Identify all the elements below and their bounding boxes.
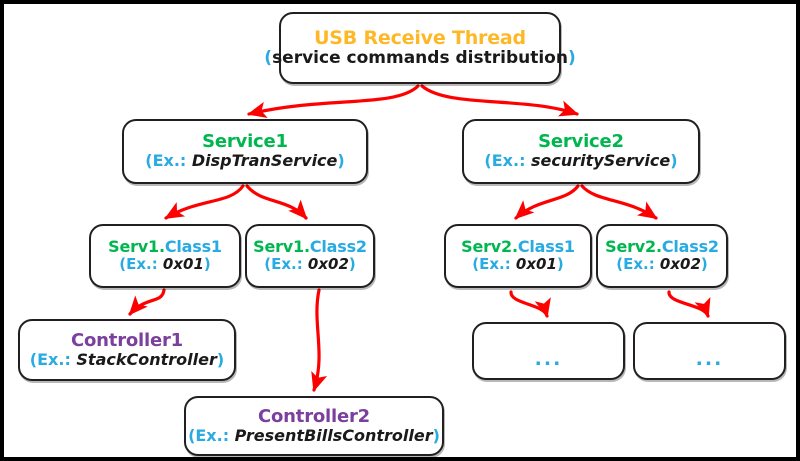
node-serv2-class1[interactable]: Serv2.Class1 (Ex.: 0x01) bbox=[444, 224, 592, 288]
controller1-ex-close: ) bbox=[216, 349, 225, 369]
serv1-class1-suffix: Class1 bbox=[164, 237, 222, 257]
node-service1[interactable]: Service1 (Ex.: DispTranService) bbox=[122, 119, 368, 184]
service2-ex-label: (Ex.: bbox=[484, 151, 532, 171]
serv2-class1-ex-label: (Ex.: bbox=[472, 255, 516, 274]
serv1-class2-ex-label: (Ex.: bbox=[264, 255, 308, 274]
arrow-layer bbox=[128, 84, 711, 392]
serv2-class1-ex-value: 0x01 bbox=[515, 255, 557, 274]
service1-ex-label: (Ex.: bbox=[145, 151, 192, 171]
serv2-class2-prefix: Serv2. bbox=[605, 237, 662, 257]
controller2-ex-label: (Ex.: bbox=[188, 425, 235, 445]
node-controller2[interactable]: Controller2 (Ex.: PresentBillsController… bbox=[184, 396, 444, 456]
node-usb-receive-thread[interactable]: USB Receive Thread (service commands dis… bbox=[264, 12, 576, 84]
controller2-ex-close: ) bbox=[432, 425, 440, 445]
edge-service1-to-s1c2 bbox=[245, 184, 308, 220]
controller2-title: Controller2 bbox=[258, 405, 370, 427]
serv2-class2-ex-label: (Ex.: bbox=[616, 255, 660, 274]
node-service2[interactable]: Service2 (Ex.: securityService) bbox=[462, 119, 700, 184]
usb-thread-subtitle-open: ( bbox=[264, 47, 273, 68]
serv2-class2-suffix: Class2 bbox=[661, 237, 719, 257]
service2-ex-value: securityService bbox=[531, 151, 671, 171]
edge-service2-to-s2c2 bbox=[580, 184, 658, 220]
service2-ex-close: ) bbox=[670, 151, 678, 171]
edge-service1-to-s1c1 bbox=[164, 184, 245, 220]
node-controller1[interactable]: Controller1 (Ex.: StackController) bbox=[18, 319, 236, 381]
serv2-class2-ex-value: 0x02 bbox=[659, 255, 701, 274]
serv1-class1-prefix: Serv1. bbox=[108, 237, 165, 257]
serv2-class1-suffix: Class1 bbox=[517, 237, 575, 257]
edge-s2c1-to-placeholder1 bbox=[509, 290, 551, 318]
edge-usb-to-service1 bbox=[247, 84, 420, 119]
controller1-ex-label: (Ex.: bbox=[29, 349, 77, 369]
edge-s1c1-to-controller1 bbox=[128, 288, 166, 316]
serv1-class2-ex-value: 0x02 bbox=[307, 255, 349, 274]
edge-s2c2-to-placeholder2 bbox=[667, 290, 711, 318]
serv1-class2-suffix: Class2 bbox=[309, 237, 367, 257]
service1-ex-value: DispTranService bbox=[191, 151, 338, 171]
serv1-class1-ex-value: 0x01 bbox=[162, 255, 204, 274]
serv1-class2-ex-close: ) bbox=[348, 255, 356, 274]
node-placeholder2[interactable]: ... bbox=[633, 322, 786, 380]
serv2-class2-ex-close: ) bbox=[700, 255, 708, 274]
controller2-ex-value: PresentBillsController bbox=[234, 425, 433, 445]
usb-thread-subtitle: service commands distribution bbox=[272, 47, 568, 68]
usb-thread-title: USB Receive Thread bbox=[314, 26, 526, 49]
controller1-ex-value: StackController bbox=[76, 349, 217, 369]
service1-ex-close: ) bbox=[337, 151, 345, 171]
node-placeholder1[interactable]: ... bbox=[472, 322, 625, 380]
serv2-class1-ex-close: ) bbox=[556, 255, 564, 274]
serv1-class2-prefix: Serv1. bbox=[253, 237, 310, 257]
service2-title: Service2 bbox=[538, 131, 624, 153]
edge-s1c2-to-controller2 bbox=[311, 288, 328, 392]
edge-service2-to-s2c1 bbox=[514, 184, 580, 220]
serv2-class1-prefix: Serv2. bbox=[461, 237, 518, 257]
usb-thread-subtitle-close: ) bbox=[567, 47, 576, 68]
controller1-title: Controller1 bbox=[71, 329, 183, 351]
service1-title: Service1 bbox=[202, 131, 288, 153]
serv1-class1-ex-label: (Ex.: bbox=[119, 255, 163, 274]
node-serv1-class1[interactable]: Serv1.Class1 (Ex.: 0x01) bbox=[89, 224, 241, 288]
node-serv1-class2[interactable]: Serv1.Class2 (Ex.: 0x02) bbox=[245, 224, 375, 288]
serv1-class1-ex-close: ) bbox=[203, 255, 211, 274]
node-serv2-class2[interactable]: Serv2.Class2 (Ex.: 0x02) bbox=[596, 224, 728, 288]
edge-usb-to-service2 bbox=[420, 84, 579, 117]
placeholder1-ellipsis: ... bbox=[534, 348, 563, 370]
placeholder2-ellipsis: ... bbox=[695, 348, 724, 370]
